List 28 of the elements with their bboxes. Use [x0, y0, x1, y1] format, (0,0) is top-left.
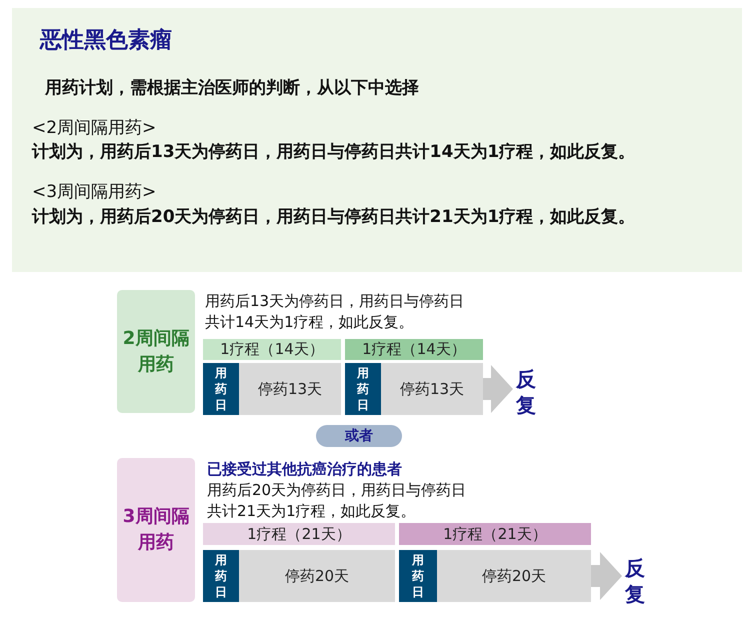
- category-box: 2周间隔用药: [117, 290, 195, 413]
- description-text: 用药后20天为停药日，用药日与停药日共计21天为1疗程，如此反复。: [207, 480, 468, 522]
- repeat-text: 反复: [516, 366, 540, 418]
- rest-period-bar: 停药20天: [239, 550, 395, 602]
- rest-period-bar: 停药13天: [381, 363, 483, 415]
- rest-period-bar: 停药13天: [239, 363, 341, 415]
- dosing-day-bar: 用药日: [345, 363, 381, 415]
- cycle-band: 1疗程（14天）: [345, 339, 483, 360]
- schedule-text: 计划为，用药后20天为停药日，用药日与停药日共计21天为1疗程，如此反复。: [32, 206, 636, 228]
- schedule-text: 计划为，用药后13天为停药日，用药日与停药日共计14天为1疗程，如此反复。: [32, 141, 636, 163]
- rest-period-bar: 停药20天: [437, 550, 591, 602]
- description-text: 用药后13天为停药日，用药日与停药日共计14天为1疗程，如此反复。: [205, 291, 466, 333]
- cycle-band: 1疗程（14天）: [203, 339, 341, 360]
- arrow: [483, 365, 513, 413]
- dosing-day-bar: 用药日: [399, 550, 437, 602]
- cycle-band: 1疗程（21天）: [399, 523, 591, 545]
- title: 恶性黑色素瘤: [40, 26, 172, 55]
- instruction-text: 用药计划，需根据主治医师的判断，从以下中选择: [45, 77, 419, 99]
- section-heading: <2周间隔用药>: [32, 117, 156, 139]
- patient-note: 已接受过其他抗癌治疗的患者: [207, 459, 403, 480]
- category-box: 3周间隔用药: [117, 458, 195, 602]
- arrow: [591, 552, 622, 600]
- or-pill: 或者: [316, 425, 402, 447]
- repeat-text: 反复: [625, 555, 649, 607]
- dosing-day-bar: 用药日: [203, 550, 239, 602]
- section-heading: <3周间隔用药>: [32, 181, 156, 203]
- dosing-day-bar: 用药日: [203, 363, 239, 415]
- cycle-band: 1疗程（21天）: [203, 523, 395, 545]
